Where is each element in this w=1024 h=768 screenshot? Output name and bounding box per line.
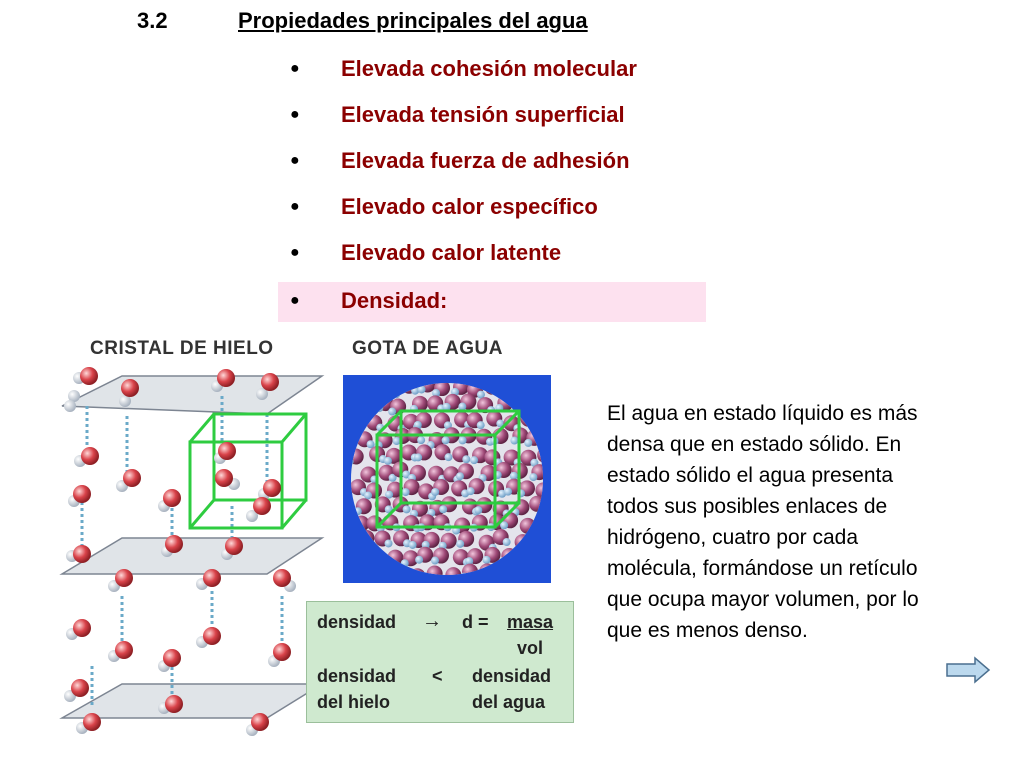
drop-hydrogen-atom	[442, 402, 451, 411]
drop-hydrogen-atom	[401, 488, 410, 497]
water-density-sub: del agua	[472, 692, 546, 712]
drop-hydrogen-atom	[529, 473, 538, 482]
drop-hydrogen-atom	[462, 455, 471, 464]
drop-hydrogen-atom	[431, 487, 440, 496]
drop-hydrogen-atom	[476, 421, 485, 430]
paragraph-line: que ocupa mayor volumen, por lo	[607, 588, 919, 611]
arrow-symbol: →	[422, 610, 442, 632]
drop-hydrogen-atom	[474, 506, 483, 515]
drop-hydrogen-atom	[444, 453, 453, 462]
bullet-icon: ●	[290, 198, 300, 215]
right-arrow-icon[interactable]	[945, 656, 991, 684]
list-item: ● Elevada fuerza de adhesión	[288, 144, 706, 190]
drop-hydrogen-atom	[496, 419, 505, 428]
drop-hydrogen-atom	[443, 421, 452, 430]
list-item: ● Elevado calor latente	[288, 236, 706, 282]
list-item-text: Densidad:	[341, 288, 448, 313]
drop-hydrogen-atom	[456, 539, 465, 548]
drop-oxygen-atom	[462, 563, 479, 575]
drop-cube	[375, 409, 521, 529]
drop-hydrogen-atom	[452, 526, 461, 535]
drop-hydrogen-atom	[415, 555, 424, 564]
drop-hydrogen-atom	[392, 437, 401, 446]
drop-hydrogen-atom	[524, 438, 533, 447]
drop-hydrogen-atom	[466, 487, 475, 496]
drop-hydrogen-atom	[417, 385, 426, 394]
bullet-icon: ●	[290, 152, 300, 169]
formula-denominator: vol	[517, 638, 544, 658]
properties-list: ● Elevada cohesión molecular ● Elevada t…	[278, 52, 706, 322]
drop-hydrogen-atom	[502, 538, 511, 547]
explanation-paragraph: El agua en estado líquido es más densa q…	[607, 398, 997, 646]
drop-hydrogen-atom	[458, 402, 467, 411]
drop-oxygen-atom	[426, 565, 443, 575]
paragraph-line: El agua en estado líquido es más	[607, 402, 918, 425]
list-item-text: Elevado calor latente	[341, 240, 562, 265]
drop-hydrogen-atom	[432, 389, 441, 398]
paragraph-line: hidrógeno, cuatro por cada	[607, 526, 859, 549]
section-number: 3.2	[137, 8, 168, 33]
drop-hydrogen-atom	[482, 555, 491, 564]
paragraph-line: estado sólido el agua presenta	[607, 464, 894, 487]
water-density-label: densidad	[472, 666, 552, 686]
paragraph-line: densa que en estado sólido. En	[607, 433, 902, 456]
drop-hydrogen-atom	[384, 539, 393, 548]
drop-hydrogen-atom	[510, 436, 519, 445]
list-item-text: Elevada fuerza de adhesión	[341, 148, 630, 173]
water-molecules	[64, 367, 296, 736]
ice-density-label: densidad	[317, 666, 397, 686]
ice-crystal-title: CRISTAL DE HIELO	[90, 338, 274, 359]
formula-lhs: d =	[462, 612, 489, 632]
drop-hydrogen-atom	[455, 472, 464, 481]
drop-oxygen-atom	[445, 567, 462, 575]
drop-hydrogen-atom	[402, 505, 411, 514]
drop-hydrogen-atom	[413, 420, 422, 429]
water-drop-illustration	[343, 375, 551, 583]
lattice-plane	[59, 375, 325, 719]
drop-hydrogen-atom	[414, 453, 423, 462]
paragraph-line: molécula, formándose un retículo	[607, 557, 918, 580]
drop-hydrogen-atom	[366, 440, 375, 449]
formula-numerator: masa	[507, 612, 554, 632]
bullet-icon: ●	[290, 244, 300, 261]
list-item-text: Elevada tensión superficial	[341, 102, 625, 127]
list-item-text: Elevada cohesión molecular	[341, 56, 637, 81]
density-formula-box: densidad → d = masa vol densidad del hie…	[306, 601, 574, 723]
drop-hydrogen-atom	[476, 390, 485, 399]
drop-hydrogen-atom	[430, 556, 439, 565]
list-item-highlighted: ● Densidad:	[278, 282, 706, 322]
section-title: Propiedades principales del agua	[238, 8, 588, 33]
bullet-icon: ●	[290, 60, 300, 77]
list-item-text: Elevado calor específico	[341, 194, 598, 219]
drop-hydrogen-atom	[417, 436, 426, 445]
ice-density-sub: del hielo	[317, 692, 391, 712]
drop-hydrogen-atom	[385, 490, 394, 499]
drop-hydrogen-atom	[504, 487, 513, 496]
less-than-symbol: <	[432, 666, 443, 686]
drop-hydrogen-atom	[509, 471, 518, 480]
drop-hydrogen-atom	[383, 456, 392, 465]
drop-hydrogen-atom	[458, 436, 467, 445]
drop-hydrogen-atom	[388, 473, 397, 482]
bullet-icon: ●	[290, 292, 300, 309]
water-drop-title: GOTA DE AGUA	[352, 338, 503, 359]
drop-hydrogen-atom	[439, 505, 448, 514]
drop-hydrogen-atom	[388, 407, 397, 416]
unit-cell-cube	[188, 412, 308, 530]
paragraph-line: que es menos denso.	[607, 619, 808, 642]
drop-oxygen-atom	[535, 482, 543, 499]
list-item: ● Elevada cohesión molecular	[288, 52, 706, 98]
density-label: densidad	[317, 612, 397, 632]
drop-hydrogen-atom	[465, 557, 474, 566]
list-item: ● Elevada tensión superficial	[288, 98, 706, 144]
drop-hydrogen-atom	[470, 456, 479, 465]
ice-crystal-illustration	[59, 367, 325, 736]
drop-hydrogen-atom	[408, 540, 417, 549]
list-item: ● Elevado calor específico	[288, 190, 706, 236]
drop-hydrogen-atom	[500, 521, 509, 530]
bullet-icon: ●	[290, 106, 300, 123]
drop-hydrogen-atom	[364, 491, 373, 500]
paragraph-line: todos sus posibles enlaces de	[607, 495, 888, 518]
drop-hydrogen-atom	[441, 436, 450, 445]
